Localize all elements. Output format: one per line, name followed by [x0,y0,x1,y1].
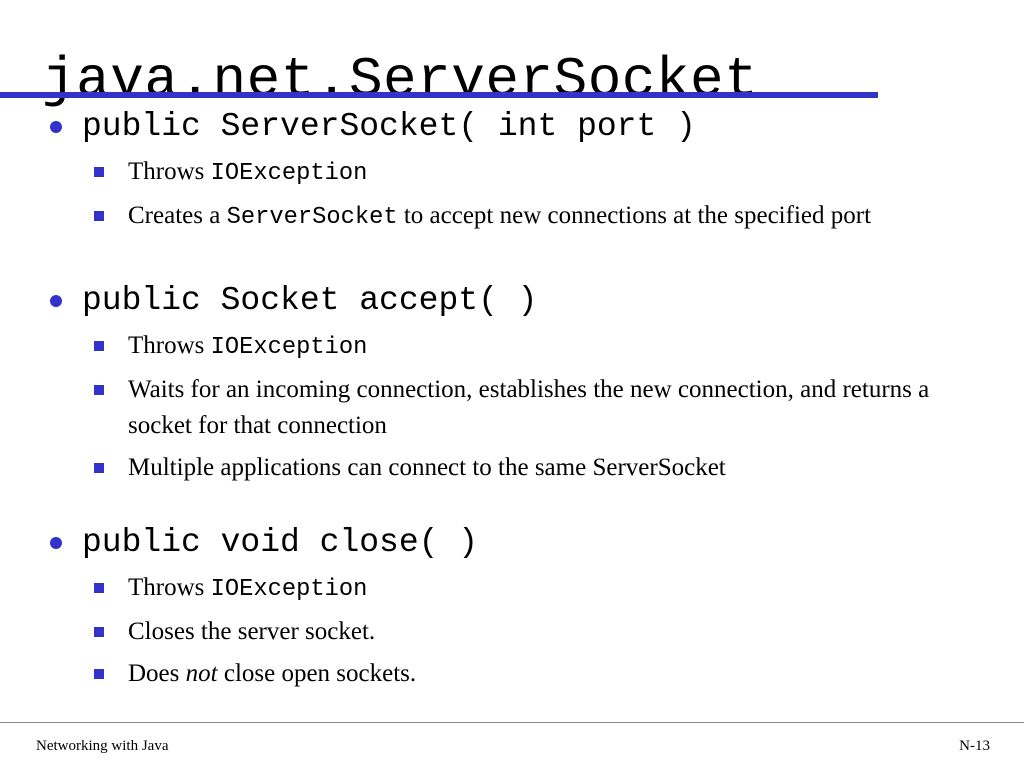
text-segment: close open sockets. [217,660,417,687]
square-bullet-icon [94,341,104,351]
square-bullet-icon [94,627,104,637]
bullet-group-serversocket-constructor: public ServerSocket( int port ) Throws I… [42,106,992,236]
bullet-heading-row: public Socket accept( ) [42,280,992,322]
title-underline-rule [0,92,878,98]
sub-bullet-text: Waits for an incoming connection, establ… [128,372,940,444]
sub-bullet-text: Does not close open sockets. [128,656,416,692]
sub-bullet-creates: Creates a ServerSocket to accept new con… [42,198,992,236]
text-segment: to accept new connections at the specifi… [397,202,872,229]
bullet-heading-row: public void close( ) [42,522,992,564]
sub-bullet-waits: Waits for an incoming connection, establ… [42,372,992,444]
footer-page-number: N-13 [959,738,990,754]
round-bullet-icon [50,537,62,549]
round-bullet-icon [50,121,62,133]
text-segment-code: IOException [210,576,368,603]
square-bullet-icon [94,211,104,221]
text-segment: Does [128,660,186,687]
sub-bullet-text: Closes the server socket. [128,614,375,650]
sub-bullet-closes: Closes the server socket. [42,614,992,650]
sub-bullet-throws: Throws IOException [42,328,992,366]
sub-bullet-text: Throws IOException [128,570,367,608]
text-segment-code: IOException [210,334,368,361]
square-bullet-icon [94,463,104,473]
sub-bullet-text: Creates a ServerSocket to accept new con… [128,198,871,236]
text-segment-italic: not [185,660,218,687]
bullet-heading: public ServerSocket( int port ) [82,108,696,145]
text-segment: Throws [128,158,211,185]
text-segment: Throws [128,574,211,601]
bullet-heading: public Socket accept( ) [82,282,538,319]
text-segment-code: IOException [210,160,368,187]
slide-body: public ServerSocket( int port ) Throws I… [42,106,992,692]
square-bullet-icon [94,385,104,395]
footer: Networking with Java N-13 [36,736,990,756]
footer-divider-line [0,722,1024,723]
text-segment-code: ServerSocket [226,204,398,231]
sub-bullet-multiple: Multiple applications can connect to the… [42,450,992,486]
square-bullet-icon [94,167,104,177]
square-bullet-icon [94,583,104,593]
sub-bullet-does-not-close: Does not close open sockets. [42,656,992,692]
page-title: java.net.ServerSocket [42,47,759,112]
text-segment: Multiple applications can connect to the… [128,454,726,481]
square-bullet-icon [94,669,104,679]
round-bullet-icon [50,295,62,307]
bullet-heading: public void close( ) [82,524,479,561]
bullet-group-close: public void close( ) Throws IOException … [42,522,992,692]
text-segment: Closes the server socket. [128,618,376,645]
text-segment: Throws [128,332,211,359]
sub-bullet-text: Multiple applications can connect to the… [128,450,726,486]
bullet-group-accept: public Socket accept( ) Throws IOExcepti… [42,280,992,486]
text-segment: Waits for an incoming connection, establ… [128,376,930,439]
sub-bullet-throws: Throws IOException [42,154,992,192]
footer-course-title: Networking with Java [36,738,169,754]
bullet-heading-row: public ServerSocket( int port ) [42,106,992,148]
sub-bullet-throws: Throws IOException [42,570,992,608]
sub-bullet-text: Throws IOException [128,328,367,366]
sub-bullet-text: Throws IOException [128,154,367,192]
text-segment: Creates a [128,202,227,229]
